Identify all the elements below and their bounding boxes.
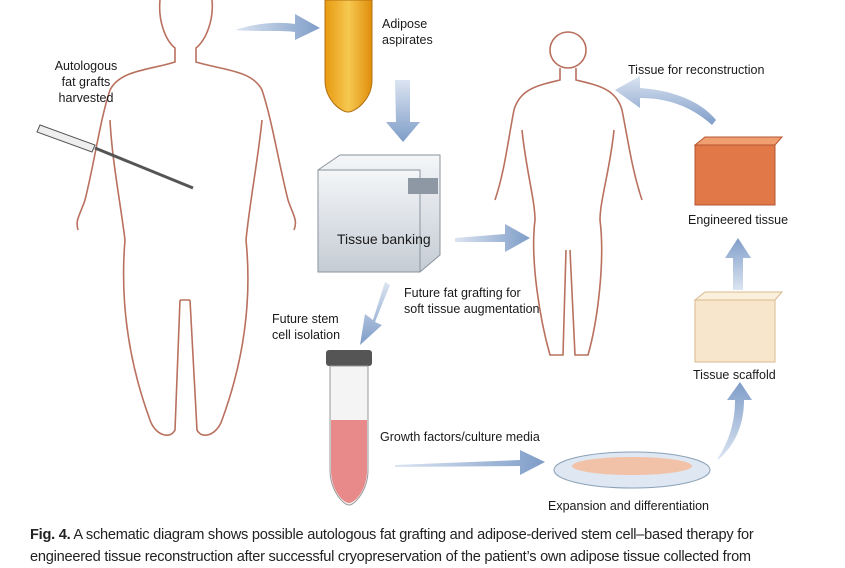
- label-line: harvested: [58, 91, 114, 105]
- caption-line-1: Fig. 4. A schematic diagram shows possib…: [30, 524, 845, 546]
- arrow-bank-to-body: [455, 224, 530, 252]
- label-tissue-banking: Tissue banking: [337, 231, 431, 247]
- caption-text: A schematic diagram shows possible autol…: [73, 527, 754, 543]
- label-expansion: Expansion and differentiation: [548, 499, 709, 513]
- engineered-tissue-cube: [693, 136, 784, 206]
- arrow-dish-to-scaffold: [718, 382, 752, 460]
- petri-dish: [553, 451, 711, 489]
- label-line: Future fat grafting for: [404, 286, 521, 300]
- arrow-bank-to-tube: [360, 282, 390, 345]
- arrow-scaffold-to-engineered: [725, 238, 751, 290]
- arrow-tube-to-bank: [386, 80, 420, 142]
- label-harvested: Autologous fat grafts harvested: [46, 58, 126, 106]
- label-line: Autologous: [54, 59, 118, 73]
- patient-body-right: [494, 31, 643, 356]
- schematic-diagram: [36, 0, 784, 506]
- label-future-fat-grafting: Future fat grafting for soft tissue augm…: [404, 285, 540, 317]
- caption-line-2: engineered tissue reconstruction after s…: [30, 549, 751, 565]
- label-aspirates: Adipose aspirates: [382, 16, 433, 48]
- label-tissue-for-reconstruction: Tissue for reconstruction: [628, 63, 765, 77]
- label-future-stem-cell: Future stem cell isolation: [272, 311, 340, 343]
- label-line: Future stem: [272, 312, 339, 326]
- label-line: cell isolation: [272, 328, 341, 342]
- label-tissue-scaffold: Tissue scaffold: [693, 368, 776, 382]
- arrow-engineered-to-body: [615, 76, 716, 125]
- label-engineered-tissue: Engineered tissue: [688, 213, 789, 227]
- label-line: Adipose: [382, 17, 428, 31]
- label-line: aspirates: [382, 33, 433, 47]
- tissue-scaffold-cube: [693, 291, 784, 363]
- arrows: [235, 14, 752, 475]
- arrow-tube-to-dish: [395, 450, 545, 475]
- label-growth-factors: Growth factors/culture media: [380, 430, 540, 444]
- cannula-icon: [36, 124, 194, 190]
- aspirate-tube: [324, 0, 373, 113]
- arrow-harvest-to-tube: [235, 14, 320, 40]
- figure-caption: Fig. 4. A schematic diagram shows possib…: [30, 524, 845, 568]
- caption-label: Fig. 4.: [30, 527, 71, 543]
- stem-cell-tube: [326, 350, 372, 506]
- patient-body-left: [76, 0, 297, 436]
- label-line: soft tissue augmentation: [404, 302, 540, 316]
- label-line: fat grafts: [61, 75, 111, 89]
- tissue-banking-machine: [317, 154, 441, 273]
